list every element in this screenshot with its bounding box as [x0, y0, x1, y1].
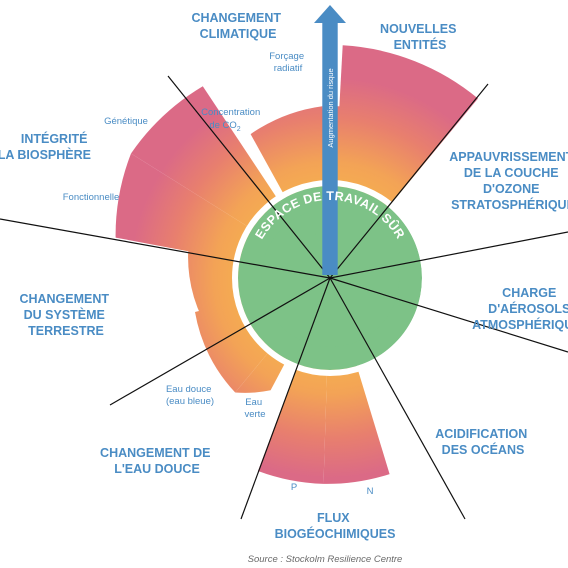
label-land-system-change: CHANGEMENT DU SYSTÈME TERRESTRE [19, 292, 112, 338]
label-novel-entities: NOUVELLES ENTITÉS [380, 22, 460, 52]
sublabel-functional: Fonctionnelle [63, 192, 120, 203]
label-ocean-acidification: ACIDIFICATION DES OCÉANS [435, 427, 531, 457]
sublabel-green-water: Eau verte [244, 397, 265, 420]
risk-arrow [314, 5, 346, 275]
label-climate-change: CHANGEMENT CLIMATIQUE [191, 11, 284, 41]
sublabel-genetic: Génétique [104, 116, 148, 127]
label-aerosol-loading: CHARGE D'AÉROSOLS ATMOSPHÉRIQUES [472, 286, 568, 332]
sublabel-phosphorus: P [291, 482, 297, 493]
sublabel-nitrogen: N [367, 486, 374, 497]
label-ozone-depletion: APPAUVRISSEMENT DE LA COUCHE D'OZONE STR… [449, 150, 568, 212]
label-freshwater-change: CHANGEMENT DE L'EAU DOUCE [100, 446, 214, 476]
label-biogeochemical-flows: FLUX BIOGÉOCHIMIQUES [275, 511, 396, 541]
sublabel-co2-concentration: Concentration de CO2 [201, 107, 263, 133]
sector-divider-lines [0, 75, 568, 520]
sublabel-blue-water: Eau douce (eau bleue) [166, 384, 214, 407]
source-caption: Source : Stockolm Resilience Centre [248, 554, 403, 565]
sublabel-radiative-forcing: Forçage radiatif [269, 51, 307, 74]
risk-arrow-label: Augmentation du risque [326, 68, 335, 147]
label-biosphere-integrity: INTÉGRITÉ LA BIOSPHÈRE [0, 131, 91, 162]
